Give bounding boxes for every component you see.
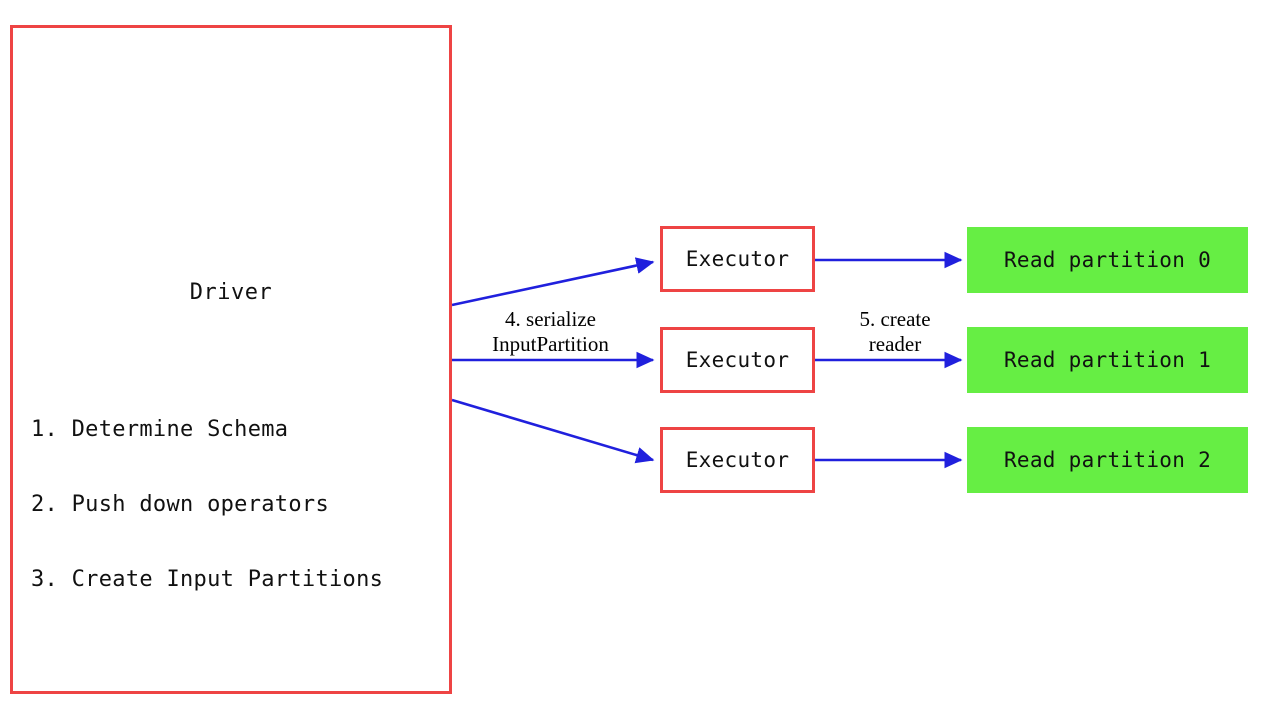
arrow-driver-to-executor-0 — [451, 257, 655, 307]
partition-box-0: Read partition 0 — [967, 227, 1248, 293]
partition-box-2: Read partition 2 — [967, 427, 1248, 493]
executor-label-1: Executor — [685, 348, 790, 372]
edge-label-create-reader-line-1: 5. create — [859, 307, 931, 331]
driver-step-3: 3. Create Input Partitions — [31, 567, 384, 592]
executor-label-0: Executor — [685, 247, 790, 271]
edge-label-create-reader: 5. create reader — [830, 307, 960, 357]
partition-label-1: Read partition 1 — [1003, 348, 1212, 372]
executor-label-2: Executor — [685, 448, 790, 472]
edge-label-create-reader-line-2: reader — [868, 332, 922, 356]
arrow-driver-to-executor-2 — [451, 398, 655, 464]
partition-box-1: Read partition 1 — [967, 327, 1248, 393]
driver-steps-list: 1. Determine Schema 2. Push down operato… — [31, 367, 383, 642]
executor-box-0: Executor — [660, 226, 815, 292]
edge-label-serialize: 4. serialize InputPartition — [463, 307, 638, 357]
driver-box: Driver 1. Determine Schema 2. Push down … — [10, 25, 452, 694]
edge-label-serialize-line-1: 4. serialize — [505, 307, 596, 331]
driver-step-2: 2. Push down operators — [31, 492, 329, 517]
driver-step-1: 1. Determine Schema — [31, 417, 289, 442]
executor-box-2: Executor — [660, 427, 815, 493]
executor-box-1: Executor — [660, 327, 815, 393]
edge-label-serialize-line-2: InputPartition — [492, 332, 609, 356]
partition-label-2: Read partition 2 — [1003, 448, 1212, 472]
driver-title: Driver — [189, 280, 273, 305]
partition-label-0: Read partition 0 — [1003, 248, 1212, 272]
